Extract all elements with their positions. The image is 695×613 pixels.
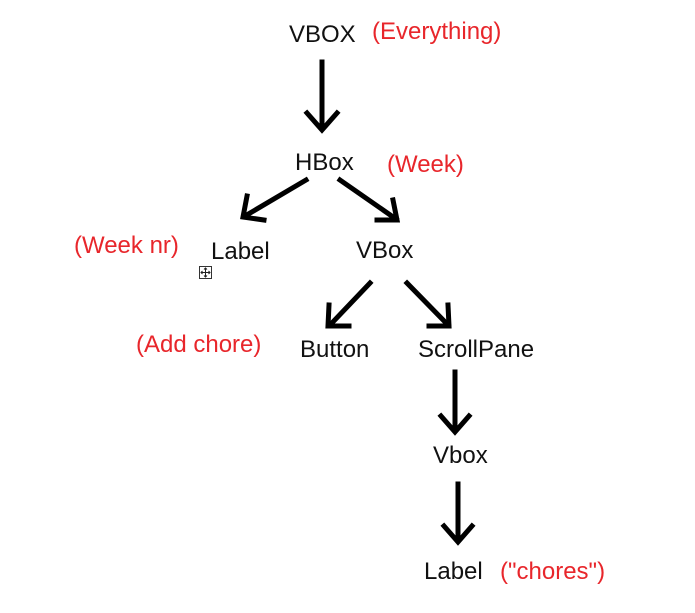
arrow-vbox-to-button xyxy=(325,279,374,329)
node-root-vbox: VBOX xyxy=(289,21,356,48)
arrow-vbox-to-hbox xyxy=(303,59,341,134)
annotation-week: (Week) xyxy=(387,151,464,178)
arrow-hbox-to-vbox xyxy=(336,176,401,223)
node-chore-label: Label xyxy=(424,558,483,585)
annotation-chores: ("chores") xyxy=(500,558,606,585)
node-scroll-pane: ScrollPane xyxy=(418,336,535,363)
node-week-hbox: HBox xyxy=(295,149,354,176)
annotation-everything: (Everything) xyxy=(372,18,502,45)
annotation-add-chore: (Add chore) xyxy=(136,331,262,358)
annotation-week-nr: (Week nr) xyxy=(74,232,179,259)
arrow-hbox-to-label xyxy=(240,176,310,223)
arrow-vbox-to-scrollpane xyxy=(403,279,452,329)
arrow-vbox-to-chore-label xyxy=(440,481,476,546)
move-handle-icon[interactable] xyxy=(199,266,212,279)
arrow-scrollpane-to-vbox xyxy=(437,369,473,436)
node-inner-vbox: VBox xyxy=(356,237,414,264)
node-add-button: Button xyxy=(300,336,370,363)
node-scroll-vbox: Vbox xyxy=(433,442,488,469)
move-arrows-icon xyxy=(200,267,211,278)
node-week-label: Label xyxy=(211,238,270,265)
